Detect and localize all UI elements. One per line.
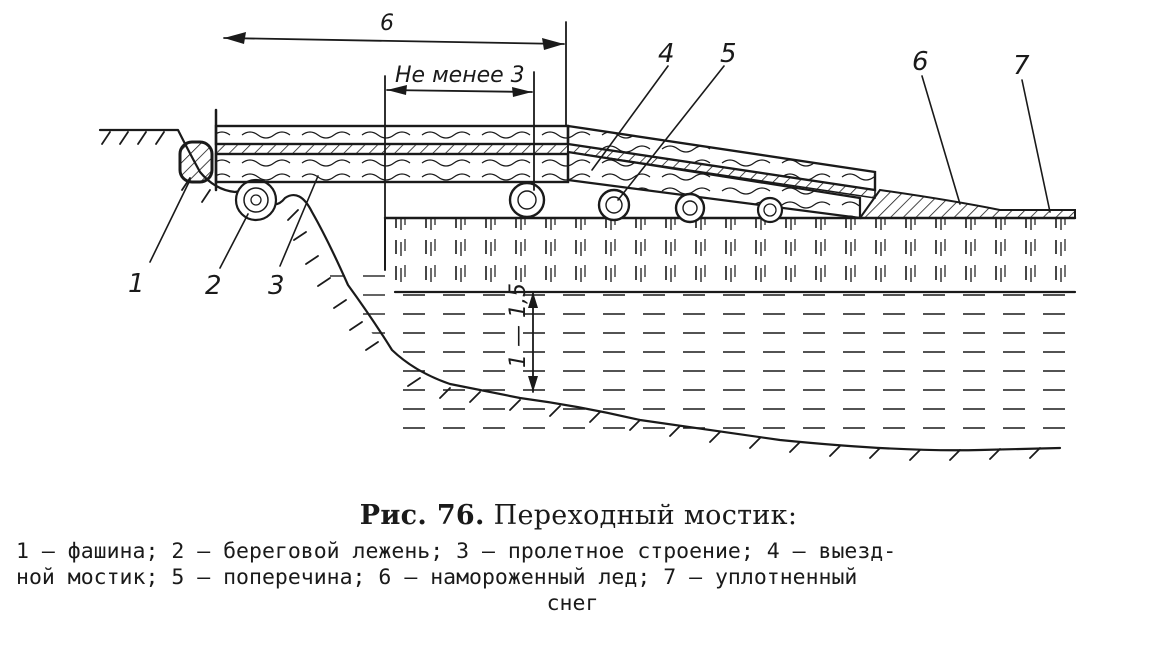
shore-sill-log <box>234 178 278 222</box>
crossbeam <box>674 192 706 224</box>
dimension-top: 6 <box>223 11 567 127</box>
crossbeam <box>597 188 631 222</box>
svg-text:5: 5 <box>720 39 737 69</box>
callout-1: 1 <box>128 179 191 299</box>
svg-text:7: 7 <box>1013 51 1030 81</box>
caption-legend: 1 — фашина; 2 — береговой лежень; 3 — пр… <box>16 539 1129 617</box>
depth-dimension: 1 — 1,5 <box>506 283 538 393</box>
frozen-ice-ramp <box>858 188 1076 219</box>
span-structure <box>214 108 570 192</box>
legend-line: 1 — фашина; 2 — береговой лежень; 3 — пр… <box>16 539 897 564</box>
ice-sheet <box>383 216 1077 294</box>
dimension-min-label: Не менее 3 <box>395 63 525 88</box>
depth-label: 1 — 1,5 <box>506 283 531 368</box>
caption-title-text: Переходный мостик: <box>493 500 798 531</box>
bridge-diagram: 6 Не менее 3 1 — 1,5 1 2 3 4 <box>98 11 1077 461</box>
callout-4: 4 <box>591 39 675 171</box>
crossbeams <box>508 181 784 224</box>
svg-text:6: 6 <box>912 47 929 77</box>
callout-2: 2 <box>205 213 249 301</box>
svg-text:2: 2 <box>205 271 222 301</box>
legend-line: ной мостик; 5 — поперечина; 6 — намороже… <box>16 565 858 590</box>
dimension-top-label: 6 <box>380 11 394 36</box>
legend-line: снег <box>546 591 599 616</box>
svg-text:4: 4 <box>658 39 675 69</box>
crossbeam <box>756 196 784 224</box>
callouts: 1 2 3 4 5 6 7 <box>128 39 1051 301</box>
callout-6: 6 <box>912 47 961 205</box>
water <box>395 292 1075 442</box>
callout-7: 7 <box>1013 51 1051 213</box>
caption-number: Рис. 76. <box>359 500 485 531</box>
svg-text:3: 3 <box>268 271 285 301</box>
callout-5: 5 <box>617 39 737 201</box>
caption-title: Рис. 76. Переходный мостик: <box>0 500 1157 531</box>
svg-text:1: 1 <box>128 269 145 299</box>
fascine <box>178 140 214 184</box>
figure-caption: Рис. 76. Переходный мостик: 1 — фашина; … <box>0 500 1157 617</box>
exit-ramp <box>566 124 877 220</box>
callout-3: 3 <box>268 175 319 301</box>
crossbeam <box>508 181 546 219</box>
dimension-min: Не менее 3 <box>384 63 535 219</box>
